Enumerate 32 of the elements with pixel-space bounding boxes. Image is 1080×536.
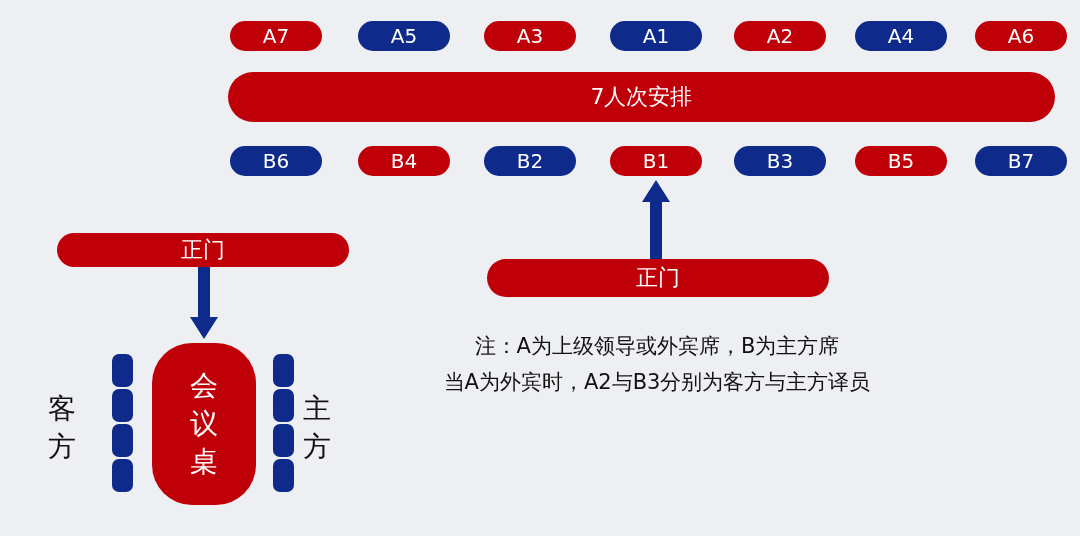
- seat-pill: B4: [358, 146, 450, 176]
- note-text: 注：A为上级领导或外宾席，B为主方席: [474, 333, 840, 360]
- conference-table: 会议桌: [152, 343, 256, 505]
- seat-pill: A3: [484, 21, 576, 51]
- seat-pill: A6: [975, 21, 1067, 51]
- seat-pill: B2: [484, 146, 576, 176]
- chair: [273, 424, 294, 457]
- seat-pill: A2: [734, 21, 826, 51]
- chair: [112, 424, 133, 457]
- table-bar: 7人次安排: [228, 72, 1055, 122]
- door-bar: 正门: [487, 259, 829, 297]
- seat-pill: A1: [610, 21, 702, 51]
- seat-pill: A4: [855, 21, 947, 51]
- note-text: 当A为外宾时，A2与B3分别为客方与主方译员: [443, 369, 871, 396]
- chair: [273, 389, 294, 422]
- seat-pill: A7: [230, 21, 322, 51]
- seat-pill: B3: [734, 146, 826, 176]
- seat-pill: B1: [610, 146, 702, 176]
- arrow: [190, 267, 218, 339]
- chair: [273, 354, 294, 387]
- seat-pill: B7: [975, 146, 1067, 176]
- seat-pill: A5: [358, 21, 450, 51]
- door-bar: 正门: [57, 233, 349, 267]
- arrow: [642, 180, 670, 259]
- chair: [112, 354, 133, 387]
- seat-pill: B5: [855, 146, 947, 176]
- side-label: 客方: [48, 391, 77, 465]
- chair: [273, 459, 294, 492]
- side-label: 主方: [303, 391, 332, 465]
- seat-pill: B6: [230, 146, 322, 176]
- chair: [112, 459, 133, 492]
- chair: [112, 389, 133, 422]
